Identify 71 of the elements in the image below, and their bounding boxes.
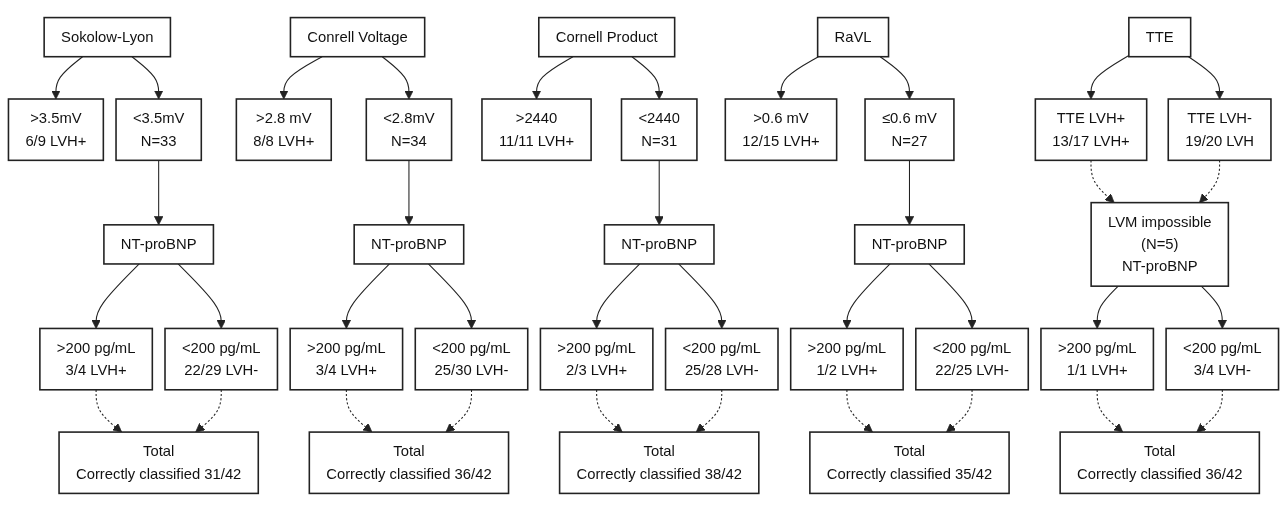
arrow <box>404 159 414 226</box>
arrow <box>345 389 373 433</box>
arrow <box>596 389 623 433</box>
node-box: Total Correctly classified 38/42 <box>558 431 760 495</box>
arrow <box>695 389 723 433</box>
node-box: >200 pg/mL 3/4 LVH+ <box>39 327 154 391</box>
arrow <box>341 263 390 329</box>
arrow <box>154 159 164 226</box>
arrow <box>776 56 819 100</box>
node-box: >2440 11/11 LVH+ <box>481 98 592 162</box>
arrow <box>631 56 664 100</box>
node-box: <200 pg/mL 3/4 LVH- <box>1165 327 1280 391</box>
node-box: Cornell Product <box>538 16 676 58</box>
arrow <box>95 389 123 433</box>
node-box: Total Correctly classified 31/42 <box>58 431 260 495</box>
arrow <box>1196 389 1223 433</box>
arrow <box>928 263 977 329</box>
node-box: <200 pg/mL 22/29 LVH- <box>164 327 279 391</box>
node-box: Total Correctly classified 36/42 <box>308 431 510 495</box>
arrow <box>678 263 727 329</box>
arrow <box>279 56 323 100</box>
node-box: <3.5mV N=33 <box>115 98 203 162</box>
arrow <box>427 263 477 329</box>
arrow <box>195 389 222 433</box>
arrow <box>381 56 414 100</box>
node-box: NT-proBNP <box>103 224 215 265</box>
arrow <box>1096 389 1124 433</box>
arrow <box>904 159 915 226</box>
arrow <box>879 56 915 100</box>
arrow <box>445 389 473 433</box>
node-box: TTE LVH+ 13/17 LVH+ <box>1034 98 1148 162</box>
node-box: <2.8mV N=34 <box>365 98 453 162</box>
node-box: NT-proBNP <box>853 224 966 265</box>
arrow <box>592 263 641 329</box>
node-box: >200 pg/mL 3/4 LVH+ <box>289 327 404 391</box>
node-box: >200 pg/mL 1/2 LVH+ <box>789 327 904 391</box>
node-box: TTE LVH- 19/20 LVH <box>1167 98 1272 162</box>
node-box: <200 pg/mL 25/30 LVH- <box>414 327 529 391</box>
arrow <box>1200 285 1227 329</box>
node-box: >200 pg/mL 2/3 LVH+ <box>539 327 654 391</box>
node-box: <200 pg/mL 22/25 LVH- <box>915 327 1030 391</box>
node-box: Conrell Voltage <box>289 16 426 58</box>
node-box: NT-proBNP <box>603 224 715 265</box>
arrow <box>131 56 164 100</box>
node-box: >3.5mV 6/9 LVH+ <box>7 98 105 162</box>
arrow <box>1199 159 1221 204</box>
arrow <box>654 159 664 226</box>
node-box: >0.6 mV 12/15 LVH+ <box>724 98 838 162</box>
arrow <box>1188 56 1225 100</box>
node-box: TTE <box>1128 16 1192 58</box>
arrow <box>1086 54 1130 100</box>
arrow <box>946 389 973 433</box>
node-box: Sokolow-Lyon <box>43 16 172 58</box>
node-box: NT-proBNP <box>353 224 465 265</box>
arrow <box>531 56 574 100</box>
arrow <box>1090 159 1115 204</box>
node-box: >200 pg/mL 1/1 LVH+ <box>1040 327 1155 391</box>
arrow <box>846 389 873 433</box>
node-box: RaVL <box>816 16 890 58</box>
arrow <box>1092 285 1119 329</box>
arrow <box>177 263 226 329</box>
node-box: ≤0.6 mV N=27 <box>864 98 955 162</box>
arrow <box>51 56 84 100</box>
node-box: <200 pg/mL 25/28 LVH- <box>664 327 779 391</box>
node-box: >2.8 mV 8/8 LVH+ <box>235 98 333 162</box>
node-box: Total Correctly classified 36/42 <box>1059 431 1261 495</box>
node-box: LVM impossible (N=5) NT-proBNP <box>1090 201 1230 287</box>
arrow <box>842 263 891 329</box>
node-box: Total Correctly classified 35/42 <box>809 431 1010 495</box>
node-box: <2440 N=31 <box>620 98 698 162</box>
arrow <box>91 263 140 329</box>
